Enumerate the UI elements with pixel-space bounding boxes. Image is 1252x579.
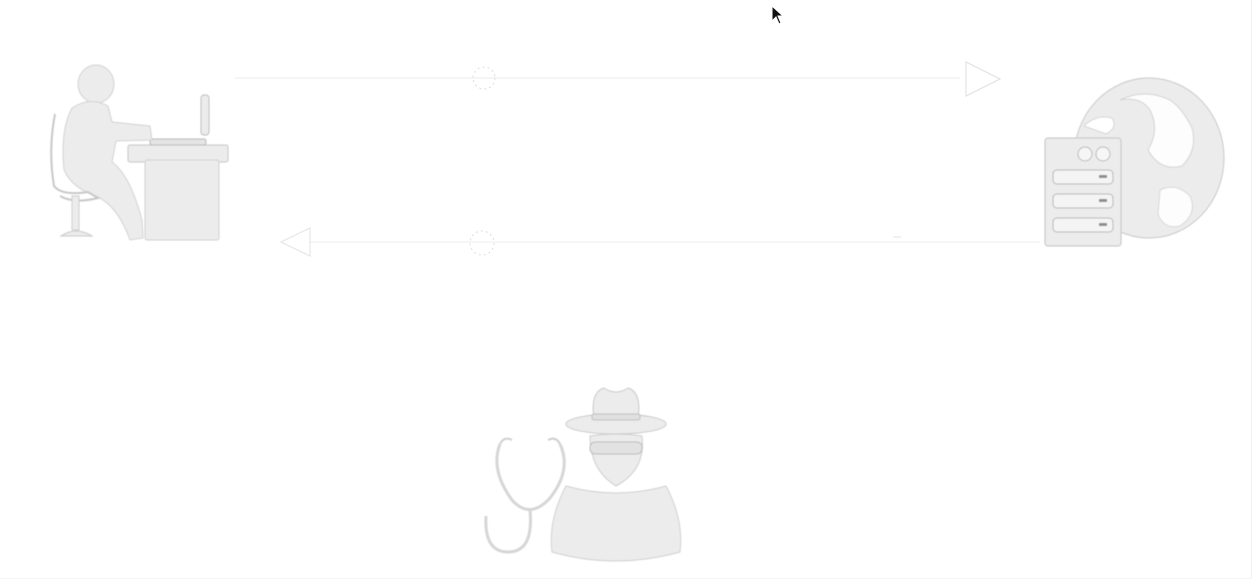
edge-forward	[235, 61, 1002, 97]
edge-return	[279, 227, 1040, 257]
arrow-right-icon	[965, 61, 1002, 97]
edge-forward-node-icon	[472, 66, 496, 90]
sniffing-spy-icon	[484, 387, 682, 562]
edge-return-node-icon	[469, 230, 495, 256]
mouse-cursor-icon	[771, 5, 785, 25]
user-at-desk-icon	[50, 64, 229, 241]
arrow-left-icon	[279, 227, 311, 257]
web-server-globe-icon	[1044, 77, 1225, 247]
